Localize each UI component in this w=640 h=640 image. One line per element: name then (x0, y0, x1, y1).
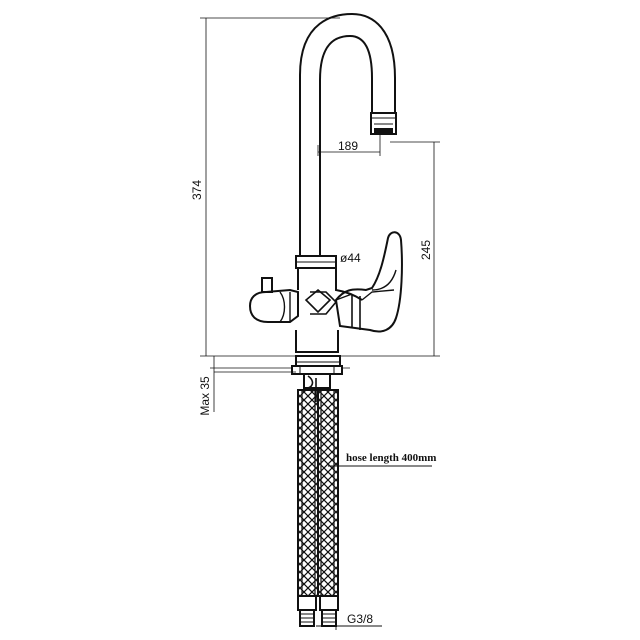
faucet-body: ø44 (295, 251, 363, 353)
dim-total-height-label: 374 (190, 180, 204, 200)
left-knob (248, 277, 299, 323)
dim-total-height: 374 (190, 17, 440, 357)
thread-callout: G3/8 (316, 612, 382, 630)
spout (299, 12, 397, 258)
dim-max-deck: Max 35 (198, 356, 296, 416)
dim-max-deck-label: Max 35 (198, 376, 212, 416)
deck-mount (210, 355, 350, 402)
dim-body-diameter-label: ø44 (340, 251, 361, 265)
dim-spout-reach-label: 189 (338, 139, 358, 153)
dim-spout-height: 245 (390, 141, 440, 356)
dim-spout-reach: 189 (317, 135, 381, 156)
dim-spout-height-label: 245 (419, 240, 433, 260)
hose-length-callout: hose length 400mm (328, 452, 436, 467)
thread-label: G3/8 (347, 612, 373, 626)
braided-hose (297, 389, 339, 597)
lever-handle (334, 231, 403, 333)
hose-fittings (297, 595, 339, 627)
hose-length-label: hose length 400mm (346, 452, 436, 464)
